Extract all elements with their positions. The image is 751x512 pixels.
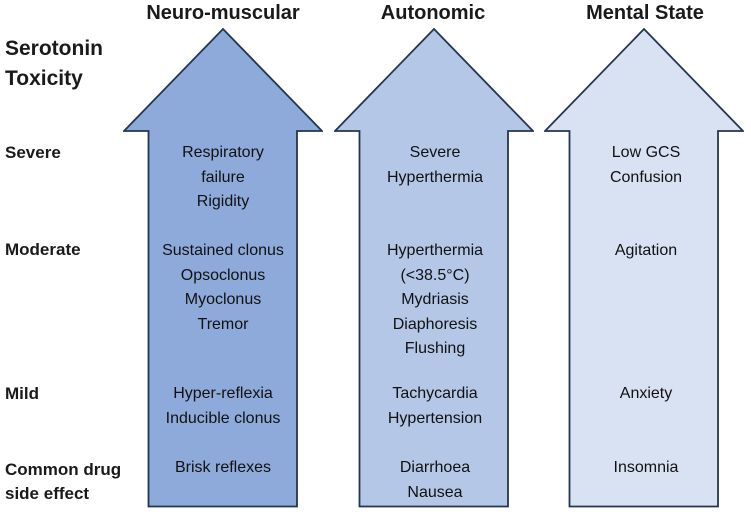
column-header-neuro-muscular: Neuro-muscular <box>146 2 300 24</box>
severity-label-mild: Mild <box>5 384 39 403</box>
autonomic-moderate-symptoms: Hyperthermia (<38.5°C) Mydriasis Diaphor… <box>386 242 484 357</box>
severity-label-moderate: Moderate <box>5 240 81 259</box>
column-header-mental-state: Mental State <box>586 2 704 24</box>
neuro-muscular-severe-symptoms: Respiratory failure Rigidity <box>182 144 264 210</box>
diagram-title-line1: Serotonin <box>5 37 103 60</box>
up-arrow-icon <box>334 28 534 508</box>
autonomic-severe-symptoms: Severe Hyperthermia <box>386 144 484 186</box>
severity-label-severe: Severe <box>5 143 61 162</box>
neuro-muscular-mild-symptoms: Hyper-reflexia Inducible clonus <box>165 385 281 427</box>
diagram-title-line2: Toxicity <box>5 67 83 90</box>
up-arrow-neuro-muscular <box>123 28 323 508</box>
diagram-title: Serotonin Toxicity <box>5 34 103 94</box>
up-arrow-icon <box>123 28 323 508</box>
mental-state-moderate-symptoms: Agitation <box>614 242 678 259</box>
up-arrow-autonomic <box>334 28 534 508</box>
mental-state-severe-symptoms: Low GCS Confusion <box>609 144 683 186</box>
autonomic-mild-symptoms: Tachycardia Hypertension <box>387 385 483 427</box>
neuro-muscular-moderate-symptoms: Sustained clonus Opsoclonus Myoclonus Tr… <box>162 242 284 333</box>
up-arrow-icon <box>544 28 744 508</box>
up-arrow-mental-state <box>544 28 744 508</box>
neuro-muscular-common-symptoms: Brisk reflexes <box>174 459 272 476</box>
severity-label-common-drug-side-effect: Common drug side effect <box>5 460 122 503</box>
mental-state-common-symptoms: Insomnia <box>613 459 679 476</box>
mental-state-mild-symptoms: Anxiety <box>619 385 673 402</box>
column-header-autonomic: Autonomic <box>380 2 486 24</box>
autonomic-common-symptoms: Diarrhoea Nausea <box>399 459 471 501</box>
